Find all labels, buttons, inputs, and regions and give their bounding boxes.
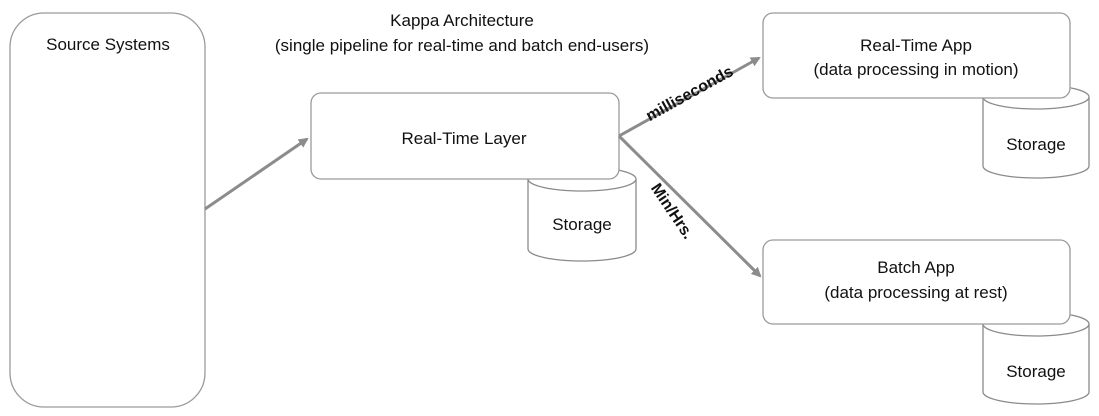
realtime-app-storage-label: Storage bbox=[1006, 135, 1066, 154]
batch-app-storage: Storage bbox=[982, 311, 1090, 405]
realtime-app-subtitle: (data processing in motion) bbox=[813, 60, 1018, 79]
realtime-app-title: Real-Time App bbox=[860, 36, 972, 55]
realtime-layer-storage-label: Storage bbox=[552, 215, 612, 234]
batch-app-title: Batch App bbox=[877, 258, 955, 277]
diagram-title: Kappa Architecture bbox=[390, 11, 534, 30]
realtime-layer-label: Real-Time Layer bbox=[401, 129, 526, 148]
arrow-realtime-layer-to-realtime-app bbox=[618, 56, 761, 138]
batch-app-box bbox=[762, 239, 1071, 325]
realtime-app-box bbox=[762, 12, 1071, 99]
edge-label-milliseconds: milliseconds bbox=[643, 63, 736, 125]
batch-app-subtitle: (data processing at rest) bbox=[824, 283, 1007, 302]
realtime-app-storage: Storage bbox=[982, 84, 1090, 179]
source-systems-label: Source Systems bbox=[46, 35, 170, 54]
arrow-realtime-layer-to-batch-app bbox=[617, 134, 762, 278]
realtime-layer-storage: Storage bbox=[527, 166, 637, 262]
source-systems-box bbox=[9, 12, 206, 408]
arrow-source-to-realtime-layer bbox=[204, 137, 309, 211]
batch-app-storage-label: Storage bbox=[1006, 362, 1066, 381]
diagram-subtitle: (single pipeline for real-time and batch… bbox=[275, 36, 649, 55]
